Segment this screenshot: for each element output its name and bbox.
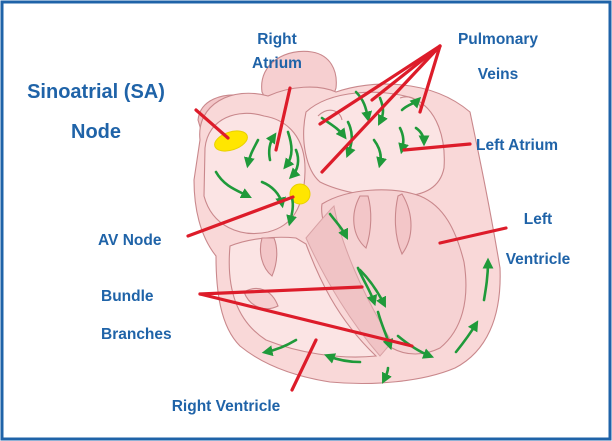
label-sa-node: Sinoatrial (SA) [27,81,165,103]
left-atrium-chamber [304,92,445,196]
label-av-node: AV Node [98,232,162,249]
label-bundle-branches: Bundle [101,288,154,305]
label-bundle-branches-2: Branches [101,326,172,343]
label-sa-node-2: Node [71,121,121,143]
label-pulmonary-veins-2: Veins [478,66,519,83]
label-right-atrium-2: Atrium [252,55,302,72]
label-left-ventricle: Left [524,211,552,228]
label-left-ventricle-2: Ventricle [506,251,571,268]
label-pulmonary-veins: Pulmonary [458,31,538,48]
label-right-atrium: Right [257,31,297,48]
label-left-atrium: Left Atrium [476,137,558,154]
label-right-ventricle: Right Ventricle [172,398,281,415]
